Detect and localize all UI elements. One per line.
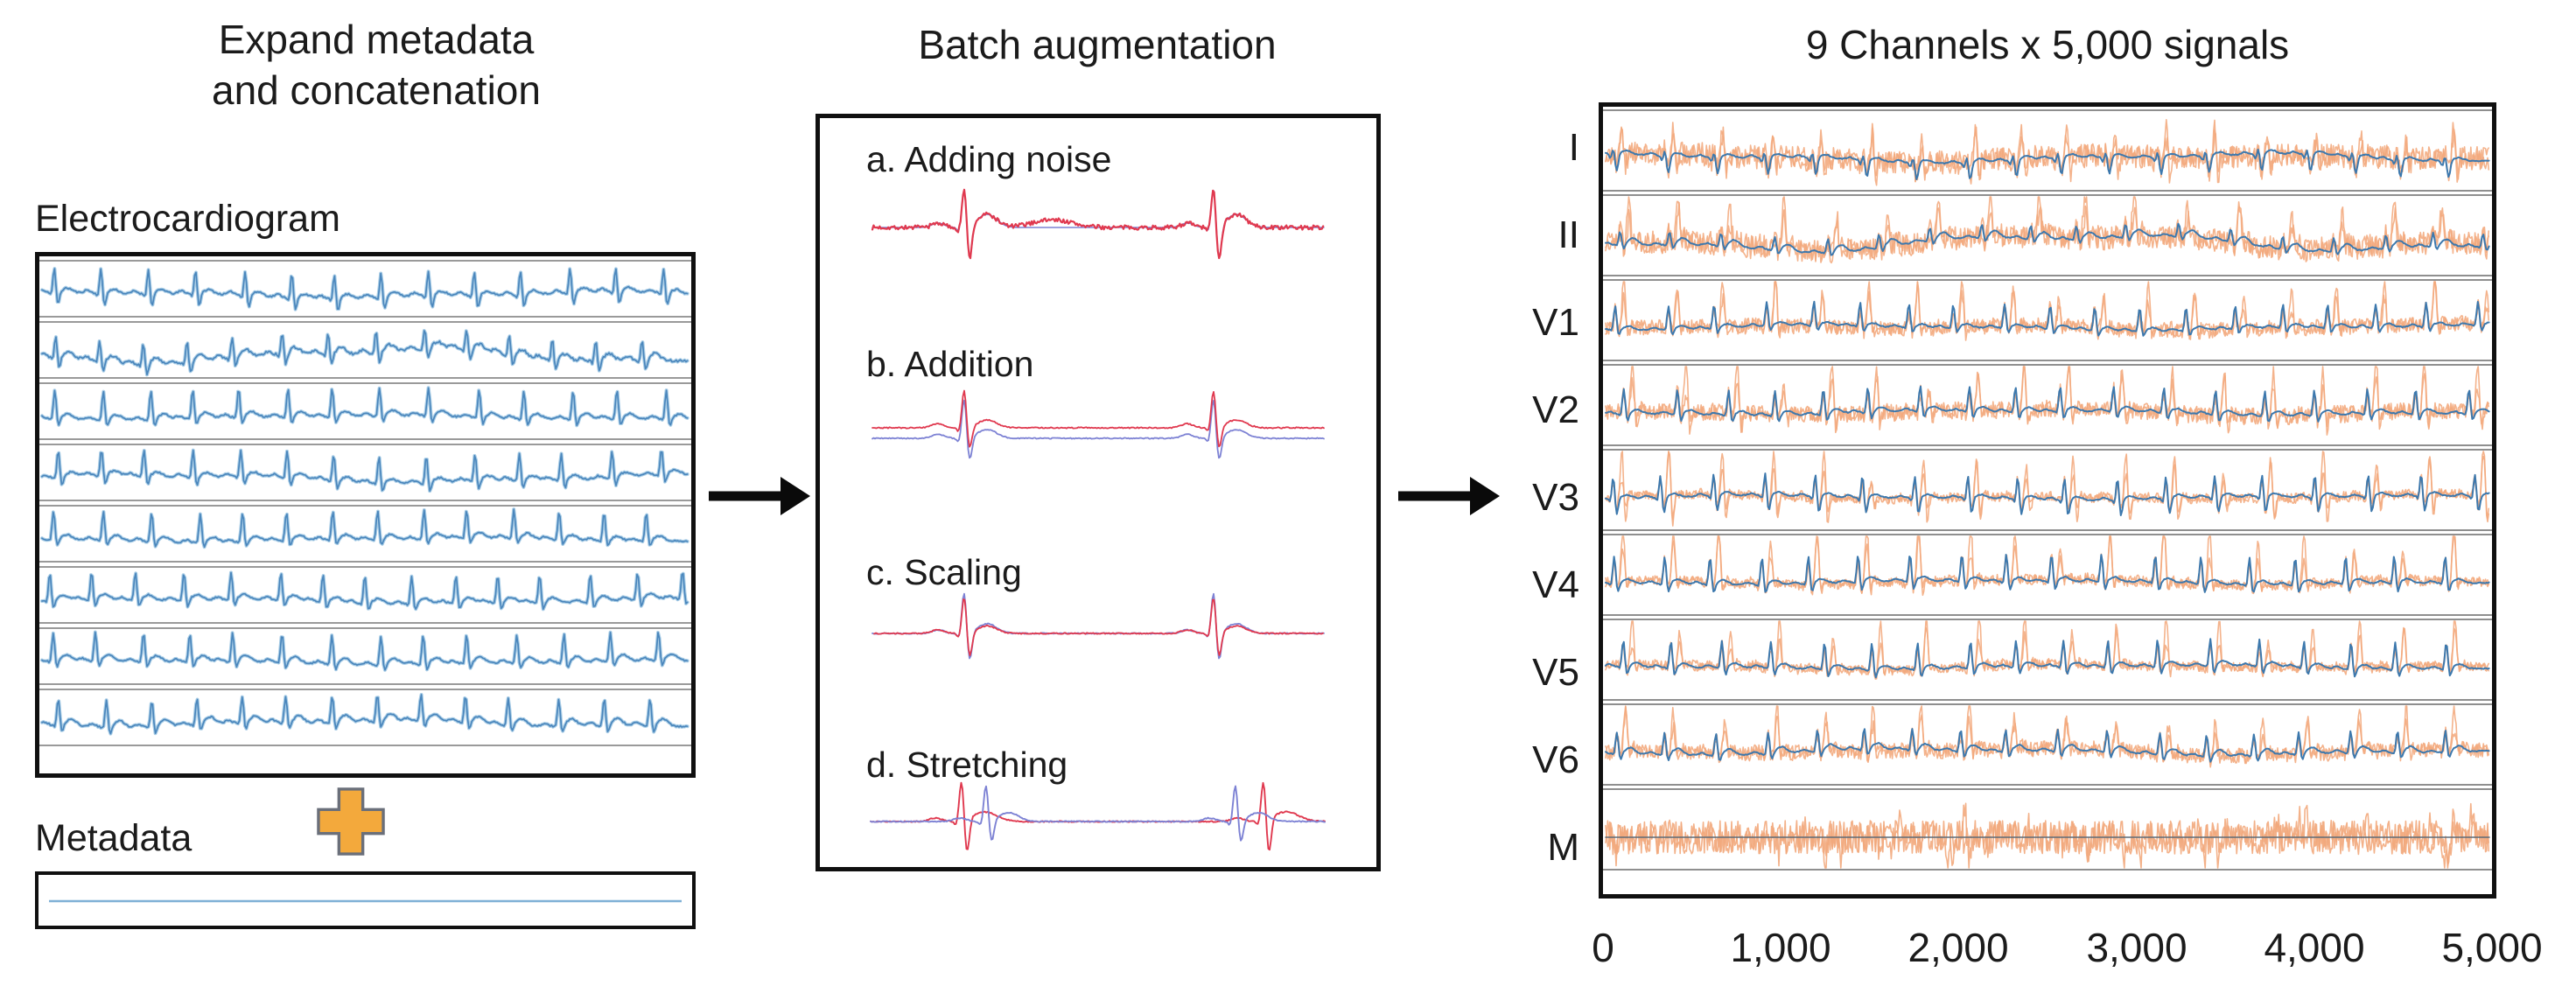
channel-plot xyxy=(1605,366,2490,436)
right-panel: 9 Channels x 5,000 signals I II V1 V2 V3… xyxy=(1418,0,2576,1000)
arrow-right-icon xyxy=(1398,477,1500,515)
channel-plot xyxy=(1605,705,2490,768)
ecg-strip xyxy=(39,260,691,318)
channel-plot xyxy=(1605,620,2490,680)
augmentation-plot-d xyxy=(870,781,1326,851)
ecg-strip-plot xyxy=(40,386,690,428)
middle-panel-title: Batch augmentation xyxy=(918,22,1277,67)
channel-plot xyxy=(1605,196,2490,264)
middle-panel: Batch augmentation a. Adding noise b. Ad… xyxy=(814,0,1391,1000)
metadata-line xyxy=(49,899,682,903)
augmentation-plot-b xyxy=(872,389,1325,459)
augmentation-box: a. Adding noise b. Addition c. Scaling d… xyxy=(816,114,1381,871)
ecg-section-label: Electrocardiogram xyxy=(35,198,340,240)
x-tick: 3,000 xyxy=(2086,925,2188,970)
right-panel-title: 9 Channels x 5,000 signals xyxy=(1805,22,2290,67)
channel-label: V3 xyxy=(1532,476,1579,519)
metadata-box xyxy=(35,871,696,929)
ecg-box xyxy=(35,252,696,778)
left-panel-title: Expand metadata and concatenation xyxy=(52,14,700,115)
channel-label: V6 xyxy=(1532,738,1579,781)
channel-label: V1 xyxy=(1532,301,1579,344)
ecg-strip-plot xyxy=(40,329,690,377)
left-panel: Expand metadata and concatenation Electr… xyxy=(0,0,705,1000)
channels-box xyxy=(1599,102,2496,899)
channel-row xyxy=(1603,364,2492,446)
augmentation-caption-b: b. Addition xyxy=(866,344,1034,384)
channel-row xyxy=(1603,279,2492,361)
x-tick: 1,000 xyxy=(1730,925,1831,970)
augmentation-caption-c: c. Scaling xyxy=(866,552,1022,592)
left-panel-title-line2: and concatenation xyxy=(212,67,541,113)
ecg-strip-plot xyxy=(40,448,690,493)
channel-plot xyxy=(1605,802,2490,869)
ecg-strip-plot xyxy=(40,693,690,736)
ecg-strip xyxy=(39,382,691,440)
channel-row xyxy=(1603,194,2492,276)
channel-plot xyxy=(1605,281,2490,341)
channel-label: V4 xyxy=(1532,563,1579,606)
ecg-strip-plot xyxy=(40,507,690,549)
ecg-strip-plot xyxy=(40,570,690,612)
channel-row xyxy=(1603,534,2492,616)
channel-label: V5 xyxy=(1532,651,1579,694)
channel-row xyxy=(1603,703,2492,786)
augmentation-plot-a xyxy=(871,188,1325,260)
ecg-strip xyxy=(39,505,691,563)
left-panel-title-line1: Expand metadata xyxy=(218,17,535,62)
x-tick: 4,000 xyxy=(2264,925,2365,970)
ecg-strip xyxy=(39,689,691,746)
x-tick: 5,000 xyxy=(2441,925,2543,970)
ecg-strip-plot xyxy=(40,267,690,311)
ecg-strip xyxy=(39,444,691,501)
x-tick: 2,000 xyxy=(1908,925,2009,970)
ecg-strip xyxy=(39,627,691,685)
channel-row xyxy=(1603,449,2492,531)
channel-label: V2 xyxy=(1532,388,1579,431)
ecg-strip xyxy=(39,321,691,379)
ecg-strip xyxy=(39,566,691,624)
channel-row xyxy=(1603,788,2492,871)
ecg-strip-plot xyxy=(40,630,690,672)
channel-row xyxy=(1603,109,2492,192)
channel-label: M xyxy=(1547,826,1579,869)
augmentation-caption-a: a. Adding noise xyxy=(866,139,1112,179)
channel-label: I xyxy=(1568,126,1579,169)
x-axis: 0 1,000 2,000 3,000 4,000 5,000 xyxy=(1418,924,2576,985)
plus-icon xyxy=(317,787,385,856)
augmentation-caption-d: d. Stretching xyxy=(866,745,1068,785)
channel-plot xyxy=(1605,119,2490,186)
metadata-label: Metadata xyxy=(35,817,192,859)
channel-row xyxy=(1603,619,2492,701)
channel-label: II xyxy=(1558,213,1579,256)
x-tick: 0 xyxy=(1592,925,1614,970)
arrow-right-icon xyxy=(709,477,810,515)
channel-plot xyxy=(1605,451,2490,527)
augmentation-plot-c xyxy=(872,592,1325,660)
channel-plot xyxy=(1605,535,2490,597)
